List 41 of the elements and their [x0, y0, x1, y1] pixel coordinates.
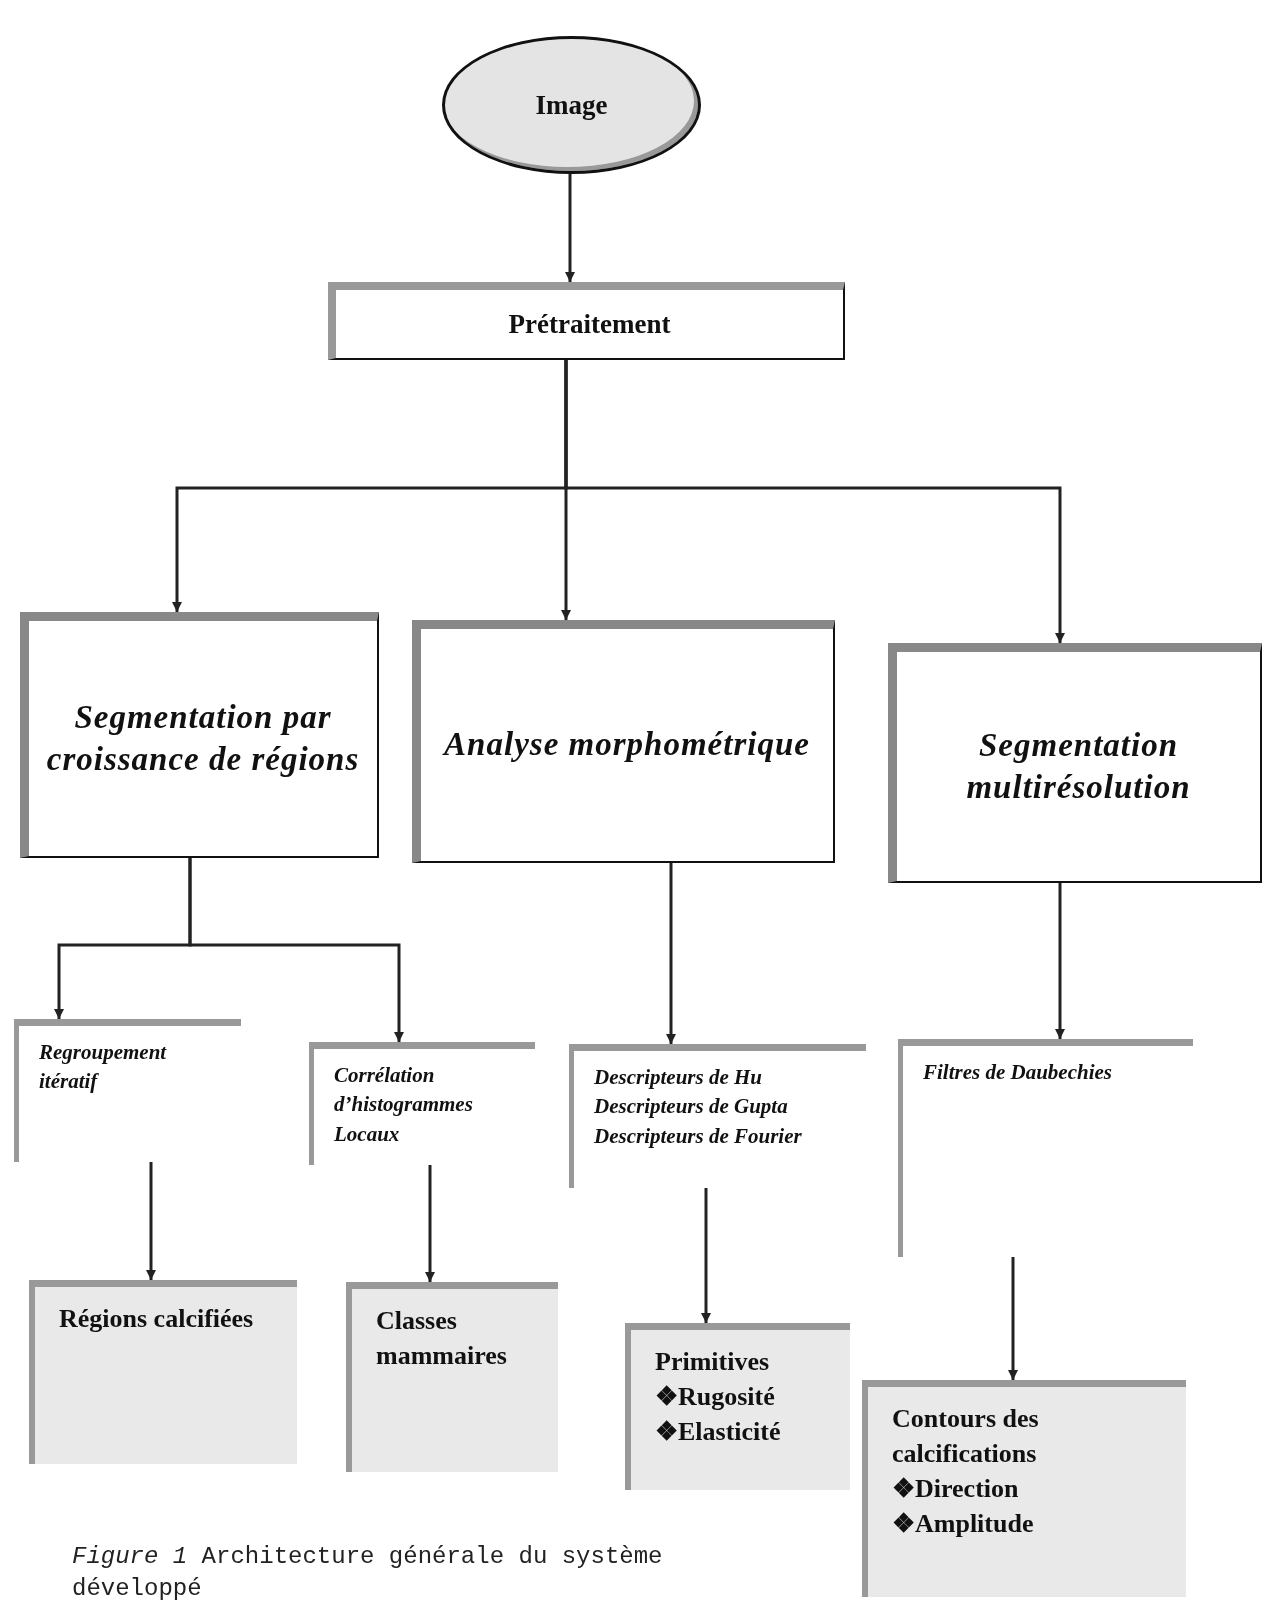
- node-text: Image: [535, 89, 608, 121]
- node-text: Descripteurs de Hu: [594, 1064, 763, 1091]
- result-box: [29, 1280, 297, 1464]
- arrow: [1008, 1257, 1018, 1380]
- result-box: [625, 1323, 850, 1490]
- figure-caption: Figure 1 Architecture générale du système développé: [72, 1542, 664, 1605]
- node-text: ❖Elasticité: [655, 1416, 782, 1449]
- result-box: [346, 1282, 558, 1472]
- arrow: [565, 174, 575, 282]
- arrow: [146, 1162, 156, 1280]
- node-text: Segmentation multirésolution: [965, 726, 1192, 807]
- arrow: [425, 1165, 435, 1282]
- process-box: [20, 612, 379, 858]
- node-text: Prétraitement: [508, 308, 671, 340]
- node-text: ❖Direction: [892, 1473, 1020, 1506]
- process-box: [888, 643, 1262, 883]
- node-text: Analyse morphométrique: [444, 725, 810, 765]
- process-box: [328, 282, 845, 360]
- result-box: [862, 1380, 1186, 1597]
- node-text: Régions calcifiées: [59, 1303, 255, 1335]
- method-box: [14, 1019, 241, 1162]
- node-text: Primitives: [655, 1346, 771, 1378]
- node-text: Corrélation d’histogrammes Locaux: [334, 1062, 474, 1148]
- arrow: [666, 863, 676, 1044]
- node-text: ❖Amplitude: [892, 1508, 1035, 1541]
- node-text: ❖Rugosité: [655, 1381, 776, 1414]
- method-box: [898, 1039, 1193, 1257]
- arrow: [188, 858, 404, 1042]
- method-box: [569, 1044, 866, 1188]
- node-text: Descripteurs de Gupta: [594, 1093, 789, 1121]
- node-text: Contours des calcifications: [892, 1403, 1040, 1471]
- node-text: Filtres de Daubechies: [923, 1059, 1113, 1086]
- node-text: Descripteurs de Fourier: [594, 1122, 803, 1150]
- node-text: Regroupement itératif: [39, 1039, 168, 1096]
- node-text: Segmentation par croissance de régions: [45, 698, 361, 779]
- arrow: [701, 1188, 711, 1323]
- arrow: [564, 360, 1065, 643]
- node-text: Classes mammaires: [376, 1305, 508, 1373]
- process-box: [412, 620, 835, 863]
- method-box: [309, 1042, 535, 1165]
- arrow: [1055, 883, 1065, 1039]
